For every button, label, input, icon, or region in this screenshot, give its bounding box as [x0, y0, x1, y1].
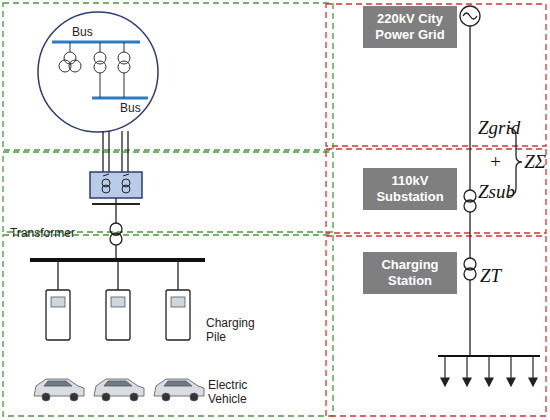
drawing-part — [444, 356, 445, 380]
drawing-part — [103, 131, 128, 172]
drawing-part — [70, 42, 71, 52]
drawing-part — [130, 393, 138, 401]
drawing-part — [510, 356, 511, 380]
drawing-part — [463, 13, 477, 19]
drawing-part — [57, 260, 58, 290]
drawing-part — [326, 236, 546, 416]
drawing-part — [469, 26, 470, 190]
drawing-part — [46, 260, 190, 340]
drawing-part — [177, 260, 178, 290]
drawing-part — [102, 185, 110, 193]
stage-name: Charging Station — [367, 257, 453, 289]
drawing-part — [52, 41, 140, 44]
drawing-part — [51, 297, 185, 307]
drawing-part — [34, 379, 204, 401]
drawing-part — [469, 212, 470, 258]
drawing-part — [115, 245, 116, 260]
drawing-part — [102, 131, 103, 172]
drawing-part — [162, 393, 170, 401]
drawing-part — [171, 297, 185, 307]
impedance-label: ZT — [480, 266, 501, 286]
drawing-part — [123, 174, 129, 176]
drawing-part — [38, 12, 158, 132]
drawing-part — [166, 290, 190, 340]
drawing-part — [460, 6, 480, 26]
drawing-part — [51, 297, 65, 307]
drawing-part — [326, 4, 546, 146]
drawing-part — [108, 131, 109, 172]
drawing-part — [488, 356, 489, 380]
drawing-part — [464, 268, 476, 280]
drawing-part — [115, 204, 116, 223]
drawing-part — [102, 174, 130, 193]
drawing-part — [110, 233, 122, 245]
drawing-part — [118, 61, 130, 73]
drawing-part — [466, 356, 467, 380]
drawing-part — [326, 149, 546, 233]
stage-name: 220kV City Power Grid — [367, 11, 453, 43]
drawing-part — [42, 393, 50, 401]
drawing-part — [441, 378, 449, 386]
impedance-label: ZΣ — [524, 152, 546, 172]
drawing-part — [124, 73, 125, 98]
drawing-part — [190, 393, 198, 401]
drawing-part — [44, 381, 192, 386]
stage-box: 220kV City Power Grid — [363, 6, 457, 48]
drawing-part — [127, 131, 128, 172]
drawing-part — [3, 235, 333, 416]
drawing-part — [122, 185, 130, 193]
drawing-part — [469, 280, 470, 356]
drawing-part — [3, 3, 333, 150]
drawing-part — [485, 378, 493, 386]
drawing-part — [124, 42, 125, 52]
drawing-part — [3, 3, 546, 416]
drawing-part — [59, 42, 130, 98]
impedance-label: Zgrid — [478, 118, 520, 138]
bus-label: Bus — [72, 25, 93, 39]
drawing-part — [121, 131, 122, 172]
drawing-part — [117, 260, 118, 290]
stage-name: 110kV Substation — [367, 173, 453, 205]
stage-box: Charging Station — [363, 252, 457, 294]
drawing-part — [463, 378, 471, 386]
drawing-part — [70, 393, 78, 401]
drawing-part — [102, 393, 110, 401]
drawing-part — [3, 152, 333, 232]
impedance-label: Zsub — [478, 182, 515, 202]
drawing-part — [90, 172, 142, 198]
drawing-part — [103, 174, 109, 176]
drawing-part — [94, 61, 106, 73]
drawing-part — [507, 378, 515, 386]
plus-sign: + — [489, 152, 502, 172]
drawing-part — [100, 73, 101, 98]
pile-label: Charging Pile — [206, 316, 266, 344]
stage-box: 110kV Substation — [363, 168, 457, 210]
drawing-part — [115, 198, 116, 204]
drawing-part — [110, 223, 122, 245]
drawing-part — [441, 356, 537, 386]
drawing-part — [69, 60, 81, 72]
drawing-part — [111, 297, 125, 307]
drawing-part — [46, 290, 70, 340]
vehicle-label: Electric Vehicle — [208, 378, 268, 406]
drawing-part — [106, 290, 130, 340]
drawing-part — [532, 356, 533, 380]
drawing-part — [529, 378, 537, 386]
drawing-part — [100, 42, 101, 52]
transformer-label: Transformer — [10, 226, 75, 240]
drawing-part — [464, 200, 476, 212]
bus-label: Bus — [120, 101, 141, 115]
drawing-part — [460, 6, 522, 356]
